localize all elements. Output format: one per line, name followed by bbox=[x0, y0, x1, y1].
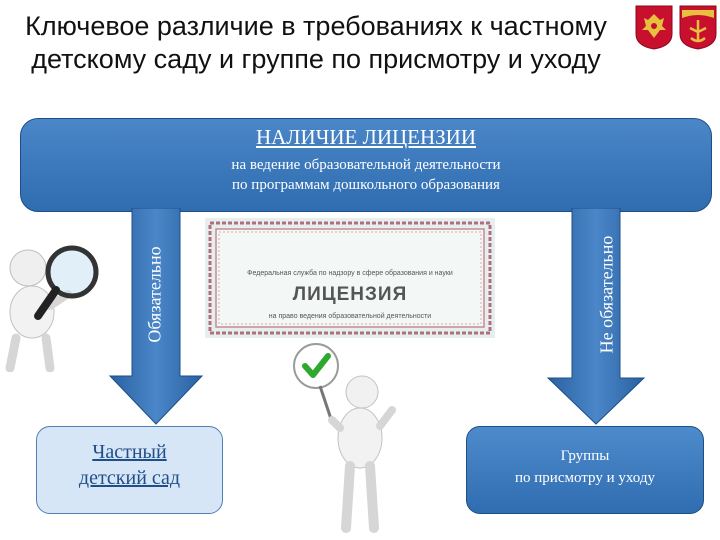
care-groups-line-1: Группы bbox=[560, 448, 610, 464]
private-kindergarten-label: Частный детский сад bbox=[37, 439, 222, 491]
right-arrow-label: Не обязательно bbox=[596, 235, 617, 354]
certificate-line-1: Федеральная служба по надзору в сфере об… bbox=[247, 270, 453, 277]
private-kindergarten-box: Частный детский сад bbox=[36, 426, 223, 514]
right-down-arrow bbox=[546, 208, 646, 425]
care-groups-label: Группы по присмотру и уходу bbox=[467, 445, 703, 489]
page-title: Ключевое различие в требованиях к частно… bbox=[16, 10, 616, 76]
certificate-line-2: на право ведения образовательной деятель… bbox=[268, 313, 432, 320]
private-kindergarten-line-2: детский сад bbox=[78, 467, 181, 489]
left-down-arrow bbox=[108, 208, 204, 425]
checkmark-figure-icon bbox=[293, 343, 396, 533]
care-groups-box: Группы по присмотру и уходу bbox=[466, 426, 704, 514]
region-coat-of-arms-icon bbox=[679, 5, 717, 50]
certificate-heading: ЛИЦЕНЗИЯ bbox=[292, 284, 408, 305]
russia-coat-of-arms-icon bbox=[635, 5, 673, 50]
banner-title: НАЛИЧИЕ ЛИЦЕНЗИИ bbox=[255, 125, 477, 149]
title-line-1: Ключевое различие в требованиях к частно… bbox=[25, 11, 607, 41]
left-arrow-label: Обязательно bbox=[144, 246, 165, 343]
banner-subtitle: на ведение образовательной деятельности … bbox=[21, 155, 711, 195]
care-groups-line-2: по присмотру и уходу bbox=[515, 470, 655, 486]
magnifier-figure-icon bbox=[5, 245, 99, 372]
banner-subtitle-line-1: на ведение образовательной деятельности bbox=[231, 157, 501, 173]
banner-subtitle-line-2: по программам дошкольного образования bbox=[232, 177, 500, 193]
title-line-2: детскому саду и группе по присмотру и ух… bbox=[31, 44, 601, 74]
license-banner: НАЛИЧИЕ ЛИЦЕНЗИИ на ведение образователь… bbox=[20, 118, 712, 212]
license-certificate-image bbox=[205, 218, 495, 338]
private-kindergarten-line-1: Частный bbox=[92, 441, 167, 463]
